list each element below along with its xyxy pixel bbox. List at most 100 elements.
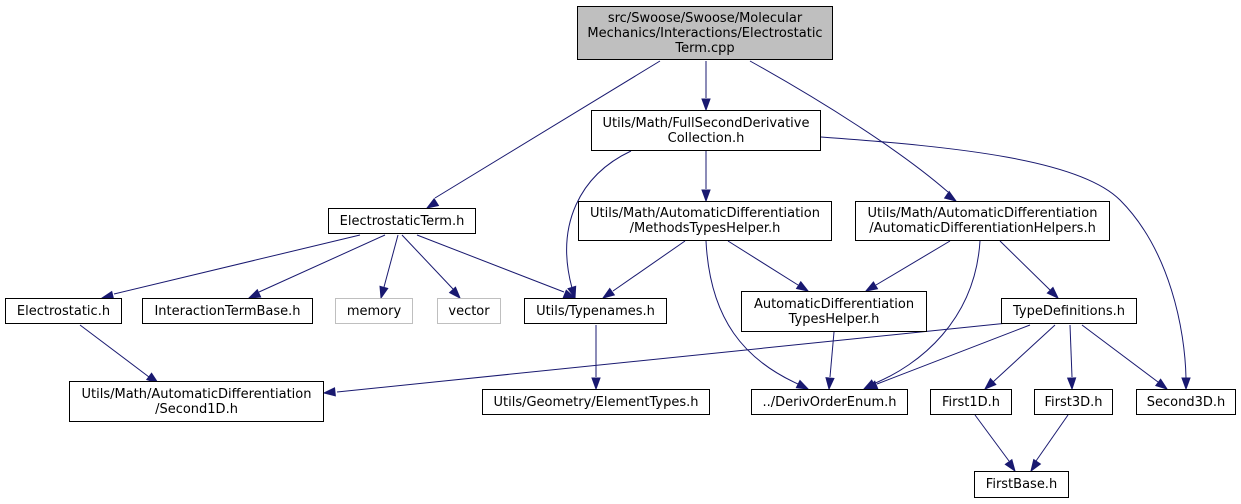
node-first3d[interactable]: First3D.h bbox=[1034, 389, 1113, 415]
edge-arrowhead bbox=[591, 377, 601, 391]
edge-line bbox=[612, 240, 686, 292]
edge-arrowhead bbox=[825, 377, 835, 391]
edge-arrowhead bbox=[795, 280, 810, 292]
edge-electrostatic-to-second1d bbox=[79, 324, 160, 384]
edge-type-defs-to-deriv-order bbox=[864, 324, 1031, 390]
node-label-line: /MethodsTypesHelper.h bbox=[629, 221, 781, 236]
node-first-base[interactable]: FirstBase.h bbox=[974, 471, 1069, 498]
edge-first3d-to-first-base bbox=[1030, 414, 1069, 473]
node-electrostatic-h[interactable]: Electrostatic.h bbox=[5, 298, 122, 324]
node-deriv-order-enum[interactable]: ../DerivOrderEnum.h bbox=[751, 389, 908, 415]
node-label-line: ElectrostaticTerm.h bbox=[339, 213, 465, 229]
node-interaction-term-base[interactable]: InteractionTermBase.h bbox=[142, 298, 313, 324]
edge-line bbox=[872, 240, 981, 385]
node-element-types[interactable]: Utils/Geometry/ElementTypes.h bbox=[482, 389, 710, 415]
edge-root-to-ad-helpers bbox=[749, 60, 958, 202]
node-label-line: /AutomaticDifferentiationHelpers.h bbox=[869, 221, 1096, 236]
edge-first1d-to-first-base bbox=[974, 414, 1016, 473]
node-label-line: memory bbox=[346, 303, 402, 319]
edge-arrowhead bbox=[795, 379, 810, 390]
node-label-line: Collection.h bbox=[667, 130, 745, 146]
node-label-line: TypesHelper.h bbox=[788, 311, 880, 327]
node-label-line: src/Swoose/Swoose/Molecular bbox=[607, 10, 803, 26]
edge-arrowhead bbox=[701, 98, 711, 112]
edge-arrowhead bbox=[601, 287, 616, 299]
edge-line bbox=[113, 234, 361, 295]
node-label-line: TypeDefinitions.h bbox=[1013, 303, 1125, 319]
edge-line bbox=[974, 414, 1010, 462]
edge-arrowhead bbox=[864, 281, 879, 292]
edge-arrowhead bbox=[562, 289, 577, 299]
edge-arrowhead bbox=[322, 387, 336, 397]
edge-line bbox=[992, 324, 1056, 383]
edge-arrowhead bbox=[701, 189, 711, 203]
node-label-line: Utils/Math/AutomaticDifferentiation bbox=[589, 206, 820, 221]
edge-line bbox=[566, 150, 632, 289]
node-label-line: Mechanics/Interactions/Electrostatic bbox=[587, 25, 823, 41]
edge-arrowhead bbox=[983, 377, 997, 390]
edge-line bbox=[999, 240, 1051, 291]
edge-line bbox=[875, 240, 951, 286]
node-methods-types-helper[interactable]: Utils/Math/AutomaticDifferentiation /Met… bbox=[578, 201, 832, 241]
edge-line bbox=[876, 324, 1031, 385]
node-label-line: Utils/Math/FullSecondDerivative bbox=[602, 115, 810, 131]
node-first1d[interactable]: First1D.h bbox=[930, 389, 1012, 415]
edge-line bbox=[749, 60, 949, 193]
node-label-line: ../DerivOrderEnum.h bbox=[762, 394, 897, 410]
node-label-line: First3D.h bbox=[1044, 394, 1103, 410]
node-label-line: Utils/Geometry/ElementTypes.h bbox=[493, 394, 699, 410]
edge-term-to-memory bbox=[379, 234, 399, 300]
edge-line bbox=[383, 234, 399, 288]
edge-line bbox=[258, 234, 386, 293]
edge-methods-to-typenames bbox=[601, 240, 686, 299]
node-memory: memory bbox=[335, 298, 413, 324]
node-label-line: Electrostatic.h bbox=[16, 303, 111, 319]
node-vector: vector bbox=[437, 298, 501, 324]
edge-arrowhead bbox=[247, 288, 262, 299]
edge-full-second-to-methods bbox=[701, 151, 711, 203]
edge-root-to-full-second bbox=[701, 61, 711, 112]
node-label-line: FirstBase.h bbox=[985, 477, 1058, 492]
edge-arrowhead bbox=[425, 197, 440, 209]
edge-full-second-to-typenames bbox=[566, 150, 632, 300]
edge-arrowhead bbox=[448, 286, 461, 300]
edge-ad-helpers-to-ad-types bbox=[864, 240, 951, 292]
node-label-line: Utils/Math/AutomaticDifferentiation bbox=[81, 386, 312, 402]
edge-line bbox=[829, 331, 835, 378]
node-label-line: Second3D.h bbox=[1146, 394, 1226, 410]
edge-term-to-interaction-base bbox=[247, 234, 386, 299]
node-second3d[interactable]: Second3D.h bbox=[1136, 389, 1236, 415]
edge-ad-helpers-to-type-defs bbox=[999, 240, 1060, 300]
edge-line bbox=[1081, 324, 1159, 383]
edge-line bbox=[434, 60, 661, 199]
node-label-line: First1D.h bbox=[941, 394, 1000, 410]
edge-type-defs-to-second3d bbox=[1081, 324, 1169, 390]
edge-type-defs-to-second1d bbox=[322, 322, 1009, 397]
node-second1d[interactable]: Utils/Math/AutomaticDifferentiation /Sec… bbox=[69, 381, 324, 422]
edge-arrowhead bbox=[1181, 377, 1191, 391]
edge-term-to-electrostatic bbox=[100, 234, 361, 300]
edge-line bbox=[401, 234, 454, 290]
node-automatic-differentiation-helpers[interactable]: Utils/Math/AutomaticDifferentiation /Aut… bbox=[855, 201, 1110, 241]
edge-term-to-typenames bbox=[416, 234, 577, 299]
node-electrostatic-term-cpp: src/Swoose/Swoose/Molecular Mechanics/In… bbox=[577, 6, 833, 60]
node-type-definitions[interactable]: TypeDefinitions.h bbox=[1001, 298, 1137, 324]
edge-methods-to-deriv-order bbox=[705, 240, 810, 390]
node-full-second-derivative-collection[interactable]: Utils/Math/FullSecondDerivative Collecti… bbox=[591, 110, 821, 151]
edge-ad-types-to-deriv-order bbox=[825, 331, 835, 391]
edge-root-to-electrostatic-term bbox=[425, 60, 661, 209]
node-electrostatic-term-h[interactable]: ElectrostaticTerm.h bbox=[328, 208, 476, 234]
edge-line bbox=[705, 240, 799, 385]
edge-line bbox=[336, 322, 1009, 393]
node-label-line: Utils/Math/AutomaticDifferentiation bbox=[867, 206, 1098, 221]
edge-line bbox=[727, 240, 799, 286]
node-label-line: vector bbox=[448, 303, 490, 319]
edge-line bbox=[1035, 414, 1069, 462]
node-ad-types-helper[interactable]: AutomaticDifferentiation TypesHelper.h bbox=[741, 291, 927, 332]
edge-arrowhead bbox=[1066, 377, 1077, 391]
node-typenames[interactable]: Utils/Typenames.h bbox=[524, 298, 667, 324]
edge-typenames-to-element-types bbox=[591, 325, 601, 391]
edge-line bbox=[416, 234, 565, 293]
